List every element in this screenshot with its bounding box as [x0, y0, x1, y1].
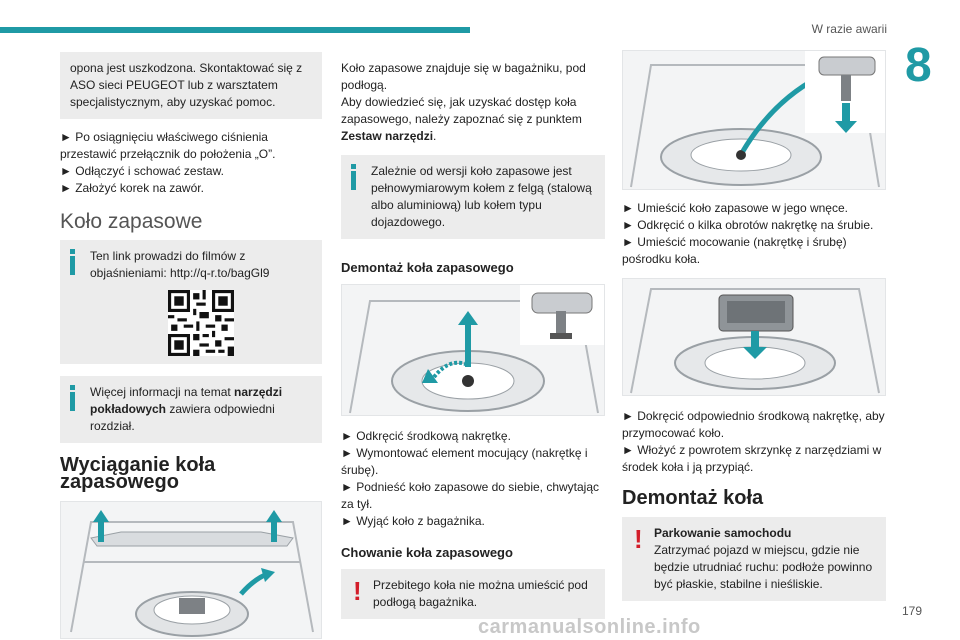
warning-icon: !: [353, 576, 362, 606]
intro-paragraph: Aby dowiedzieć się, jak uzyskać dostęp k…: [341, 95, 582, 143]
section-title-spare: Koło zapasowe: [60, 210, 203, 233]
bullet-item: ► Dokręcić odpowiednio środkową nakrętkę…: [622, 409, 885, 440]
header-accent-bar: [0, 27, 470, 33]
bullet-list: ► Umieścić koło zapasowe w jego wnęce. ►…: [622, 200, 886, 268]
chapter-number: 8: [905, 39, 932, 92]
watermark: carmanualsonline.info: [478, 616, 701, 638]
illustration-unscrew: [341, 284, 605, 416]
illustration-trunk-lift: [60, 501, 322, 639]
header-title: W razie awarii: [811, 22, 887, 36]
bullet-item: ► Wymontować element mocujący (nakrętkę …: [341, 446, 588, 477]
note-box: opona jest uszkodzona. Skontaktować się …: [60, 52, 322, 119]
column-2: Koło zapasowe znajduje się w bagażniku, …: [341, 52, 605, 619]
intro-bold: Zestaw narzędzi: [341, 129, 434, 143]
bullet-item: ► Po osiągnięciu właściwego ciśnienia pr…: [60, 130, 276, 161]
bullet-list: ► Odkręcić środkową nakrętkę. ► Wymontow…: [341, 428, 605, 530]
subtitle-demontaz: Demontaż koła zapasowego: [341, 260, 514, 275]
bullet-item: ► Włożyć z powrotem skrzynkę z narzędzia…: [622, 443, 882, 474]
trunk-lift-illustration: [70, 510, 314, 637]
column-3: ► Umieścić koło zapasowe w jego wnęce. ►…: [622, 50, 886, 601]
bullet-list: ► Po osiągnięciu właściwego ciśnienia pr…: [60, 129, 322, 197]
info-box-video: Ten link prowadzi do filmów z objaśnieni…: [60, 240, 322, 364]
info-text: zawiera odpowiedni rozdział.: [90, 402, 275, 433]
intro-paragraph: Koło zapasowe znajduje się w bagażniku, …: [341, 61, 586, 92]
section-title-remove: Wyciąganie koła zapasowego: [60, 454, 216, 493]
qr-code[interactable]: [90, 290, 312, 356]
bullet-item: ► Umieścić mocowanie (nakrętkę i śrubę) …: [622, 235, 847, 266]
warning-title: Parkowanie samochodu: [654, 526, 792, 540]
warning-box-parking: ! Parkowanie samochodu Zatrzymać pojazd …: [622, 517, 886, 601]
warning-box-flat: ! Przebitego koła nie można umieścić pod…: [341, 569, 605, 619]
info-text: Więcej informacji na temat: [90, 385, 235, 399]
toolbox-illustration: [630, 288, 880, 394]
info-icon: [70, 385, 77, 413]
column-1: opona jest uszkodzona. Skontaktować się …: [60, 52, 322, 639]
bullet-item: ► Odłączyć i schować zestaw.: [60, 164, 224, 178]
bullet-list: ► Dokręcić odpowiednio środkową nakrętkę…: [622, 408, 886, 476]
bullet-item: ► Odkręcić o kilka obrotów nakrętkę na ś…: [622, 218, 874, 232]
warning-icon: !: [634, 524, 643, 554]
illustration-toolbox: [622, 278, 886, 396]
bullet-item: ► Założyć korek na zawór.: [60, 181, 204, 195]
illustration-place-wheel: [622, 50, 886, 190]
bullet-item: ► Odkręcić środkową nakrętkę.: [341, 429, 511, 443]
info-box-tools: Więcej informacji na temat narzędzi pokł…: [60, 376, 322, 443]
section-title-wheel: Demontaż koła: [622, 487, 764, 509]
bullet-item: ► Umieścić koło zapasowe w jego wnęce.: [622, 201, 848, 215]
bullet-item: ► Podnieść koło zapasowe do siebie, chwy…: [341, 480, 600, 511]
unscrew-illustration: [349, 285, 604, 414]
bullet-item: ► Wyjąć koło z bagażnika.: [341, 514, 485, 528]
info-box-variant: Zależnie od wersji koło zapasowe jest pe…: [341, 155, 605, 239]
info-icon: [70, 249, 77, 277]
info-text-bold: narzędzi pokładowych: [90, 385, 283, 416]
info-link-text[interactable]: Ten link prowadzi do filmów z objaśnieni…: [90, 249, 270, 280]
page-number: 179: [901, 604, 922, 618]
info-icon: [351, 164, 358, 192]
subtitle-chowanie: Chowanie koła zapasowego: [341, 545, 513, 560]
qr-code-icon: [168, 290, 234, 356]
place-wheel-illustration: [630, 51, 885, 188]
